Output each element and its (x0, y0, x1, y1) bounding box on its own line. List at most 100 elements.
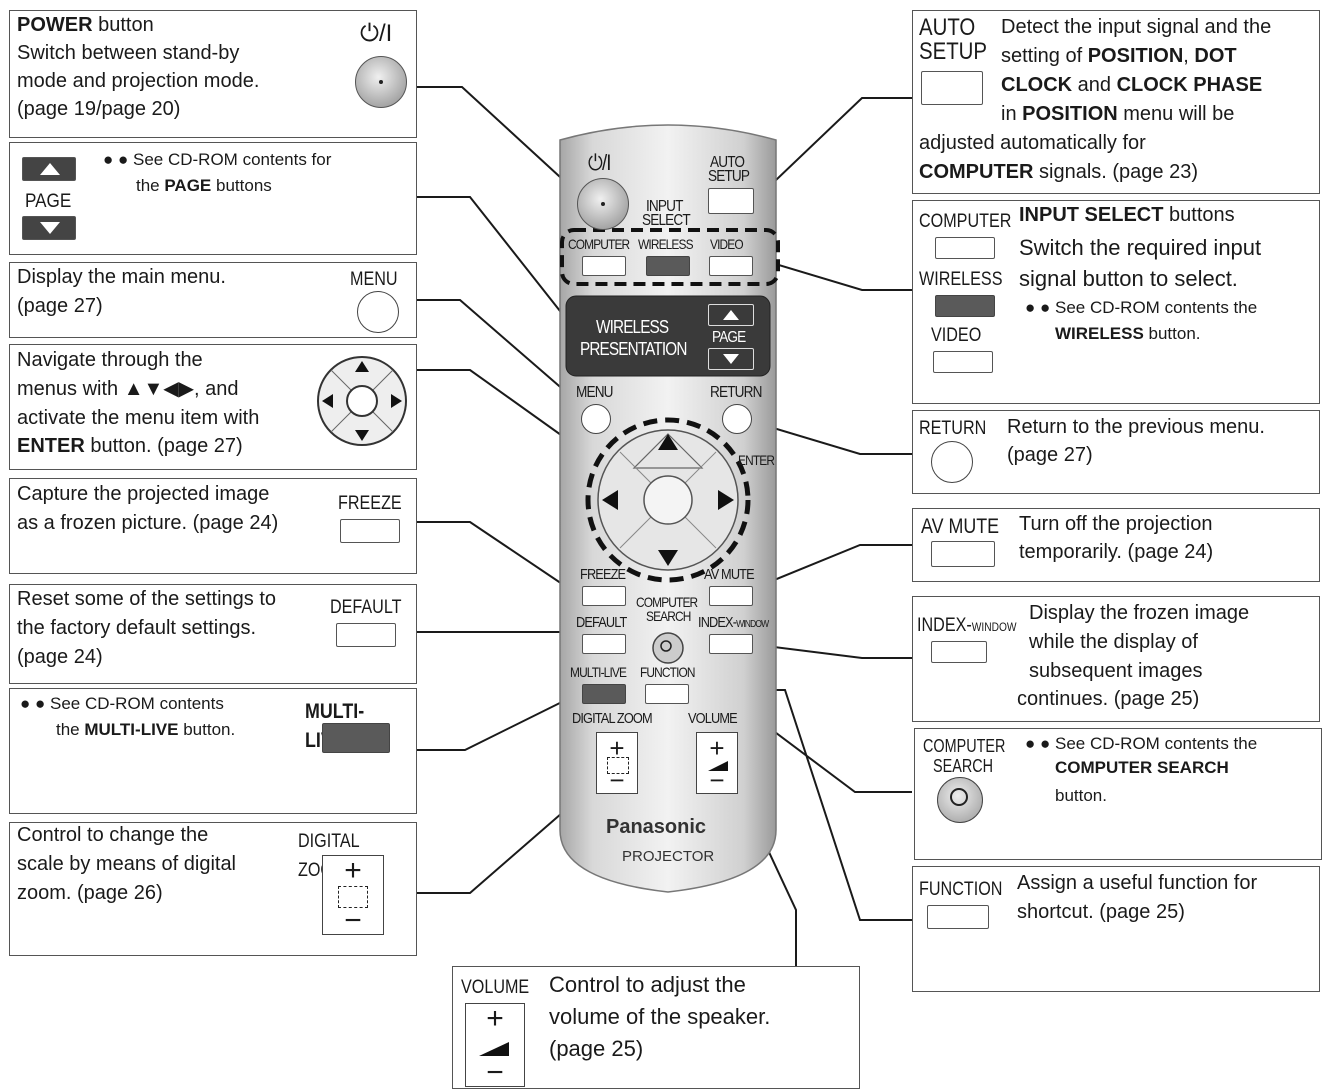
av-mute-button-icon (931, 541, 995, 567)
remote-function-label: FUNCTION (640, 664, 696, 680)
remote-wp-label-2: PRESENTATION (580, 339, 687, 359)
auto-setup-label-1: AUTO (919, 14, 976, 41)
input-select-note-1: ● ● See CD-ROM contents the (1025, 298, 1258, 317)
digital-zoom-stepper-icon: + − (322, 855, 384, 937)
remote-freeze-button[interactable] (582, 586, 626, 606)
nav-left-arrow (602, 490, 618, 510)
connector-return (739, 417, 912, 455)
remote-enter-label: ENTER (738, 452, 775, 468)
remote-menu-button[interactable] (581, 404, 611, 434)
callout-default: Reset some of the settings to the factor… (9, 584, 417, 684)
return-desc-1: Return to the previous menu. (1007, 416, 1265, 438)
remote-avmute-label: AV MUTE (704, 566, 755, 583)
auto-setup-desc-1: Detect the input signal and the (1001, 16, 1272, 38)
remote-freeze-label: FREEZE (580, 566, 626, 583)
plus-icon[interactable]: + (709, 733, 725, 763)
default-label: DEFAULT (330, 597, 402, 618)
minus-icon: − (486, 1056, 504, 1089)
auto-setup-desc-2: setting of POSITION, DOT (1001, 45, 1237, 67)
index-window-button-icon (931, 641, 987, 663)
plus-icon[interactable]: + (609, 733, 625, 763)
nav-dashed-ring (585, 417, 751, 583)
power-desc-3: (page 19/page 20) (17, 98, 181, 120)
remote-digital-zoom-stepper[interactable]: + − (596, 732, 638, 794)
connector-autosetup (754, 97, 912, 201)
function-desc-1: Assign a useful function for (1017, 872, 1258, 894)
down-arrow-icon (40, 222, 60, 234)
minus-icon: − (344, 904, 362, 937)
auto-setup-desc-3: CLOCK and CLOCK PHASE (1001, 74, 1263, 96)
computer-search-note-3: button. (1055, 786, 1107, 805)
return-desc-2: (page 27) (1007, 444, 1093, 466)
computer-search-label-2: SEARCH (933, 756, 994, 776)
default-desc-2: the factory default settings. (17, 617, 257, 639)
power-desc-2: mode and projection mode. (17, 70, 260, 92)
zoom-frame-icon (607, 757, 629, 774)
magnifier-icon (950, 788, 968, 806)
multilive-note-2: the MULTI-LIVE button. (56, 720, 236, 739)
callout-multilive: ● ● See CD-ROM contents the MULTI-LIVE b… (9, 688, 417, 814)
function-label: FUNCTION (919, 879, 1003, 900)
input-video-label: VIDEO (931, 325, 982, 346)
remote-brand: Panasonic (606, 816, 707, 838)
default-desc-1: Reset some of the settings to (17, 588, 277, 610)
index-window-desc-2: while the display of (1029, 631, 1198, 653)
remote-power-button[interactable] (577, 178, 629, 230)
remote-index-window-button[interactable] (709, 634, 753, 654)
connector-indexwindow (749, 643, 912, 659)
remote-auto-setup-label-2: SETUP (708, 168, 750, 185)
remote-default-label: DEFAULT (576, 614, 627, 631)
input-video-button-icon (933, 351, 993, 373)
callout-input-select: COMPUTER WIRELESS VIDEO INPUT SELECT but… (912, 200, 1320, 404)
remote-page-down-arrow (723, 354, 739, 364)
connector-digitalzoom (416, 779, 601, 894)
remote-avmute-button[interactable] (709, 586, 753, 606)
remote-input-select-label-1: INPUT (646, 198, 683, 215)
freeze-button-icon (340, 519, 400, 543)
av-mute-desc-2: temporarily. (page 24) (1019, 541, 1214, 563)
return-label: RETURN (919, 418, 987, 439)
power-desc-1: Switch between stand-by (17, 42, 240, 64)
computer-search-label-1: COMPUTER (923, 736, 1006, 756)
connector-power (410, 86, 597, 211)
remote-wireless-button[interactable] (646, 256, 690, 276)
callout-return: RETURN Return to the previous menu. (pag… (912, 410, 1320, 494)
remote-wireless-label: WIRELESS (638, 236, 694, 252)
nav-desc-4: ENTER button. (page 27) (17, 435, 243, 457)
computer-search-button (652, 632, 684, 664)
callout-computer-search: COMPUTER SEARCH ● ● See CD-ROM contents … (914, 728, 1322, 860)
input-wireless-label: WIRELESS (919, 269, 1003, 290)
remote-menu-label: MENU (576, 384, 613, 401)
remote-return-label: RETURN (710, 384, 762, 401)
nav-desc-3: activate the menu item with (17, 407, 260, 429)
freeze-desc-2: as a frozen picture. (page 24) (17, 512, 279, 534)
power-symbol-label: ⏻/I (360, 20, 393, 47)
minus-icon[interactable]: − (609, 765, 625, 795)
computer-search-note-1: ● ● See CD-ROM contents the (1025, 734, 1258, 753)
page-note-2: the PAGE buttons (136, 176, 272, 195)
input-computer-button-icon (935, 237, 995, 259)
input-select-note-2: WIRELESS button. (1055, 324, 1201, 343)
zoom-frame-icon (338, 886, 368, 908)
menu-desc-1: Display the main menu. (17, 266, 226, 288)
volume-desc-2: volume of the speaker. (549, 1004, 771, 1029)
remote-computer-button[interactable] (582, 256, 626, 276)
auto-setup-button-icon (921, 71, 983, 105)
function-button-icon (927, 905, 989, 929)
remote-multilive-button[interactable] (582, 684, 626, 704)
remote-function-button[interactable] (645, 684, 689, 704)
remote-auto-setup-button[interactable] (708, 188, 754, 214)
minus-icon[interactable]: − (709, 765, 725, 795)
av-mute-label: AV MUTE (921, 515, 1000, 538)
index-window-label: INDEX-WINDOW (917, 615, 1017, 636)
remote-computer-search-label-2: SEARCH (646, 608, 691, 624)
remote-volume-stepper[interactable]: + − (696, 732, 738, 794)
remote-default-button[interactable] (582, 634, 626, 654)
power-title: POWER button (17, 14, 154, 36)
remote-video-button[interactable] (709, 256, 753, 276)
nav-desc-2: menus with ▲▼◀▶, and (17, 378, 239, 400)
auto-setup-desc-5: adjusted automatically for (919, 132, 1146, 154)
plus-icon: + (486, 1002, 504, 1035)
remote-wp-label-1: WIRELESS (596, 317, 669, 337)
remote-return-button[interactable] (722, 404, 752, 434)
